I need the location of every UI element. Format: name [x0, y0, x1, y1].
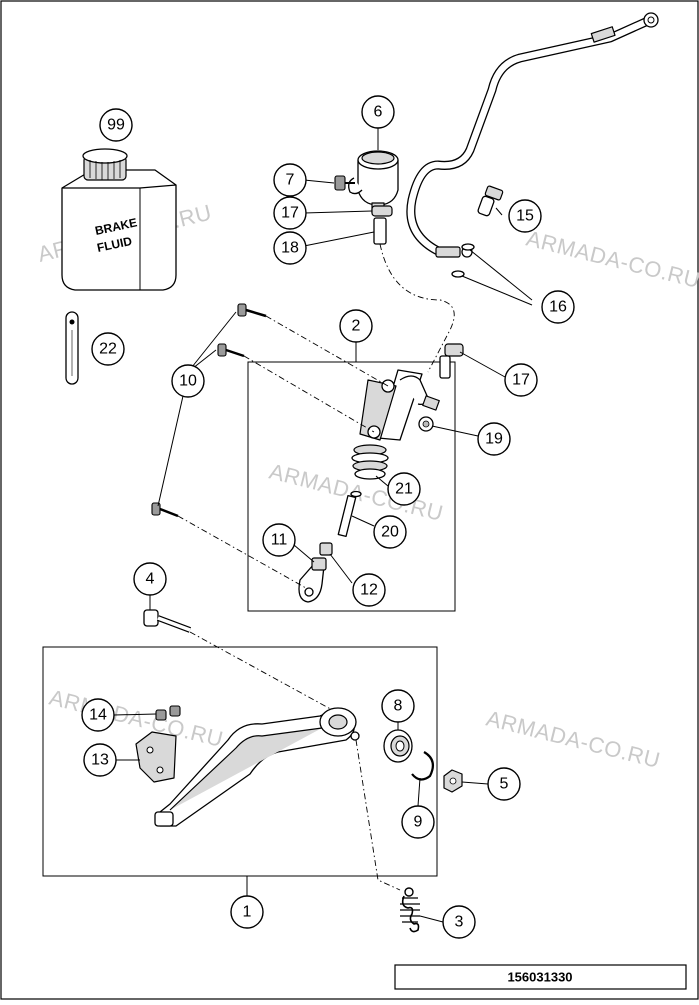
- callout-15: 15: [508, 199, 542, 233]
- pedal-nut: [443, 769, 463, 793]
- master-cylinder: [359, 369, 429, 441]
- callout-3: 3: [442, 905, 476, 939]
- callout-2-label: 2: [352, 318, 361, 335]
- callout-1-label: 1: [243, 904, 252, 921]
- callout-14: 14: [81, 698, 115, 732]
- pedal-pivot-bolt: [143, 609, 192, 633]
- callout-12-label: 12: [360, 582, 378, 599]
- mounting-screws: [151, 303, 267, 518]
- callout-13-label: 13: [91, 752, 109, 769]
- callout-10-label: 10: [179, 373, 197, 390]
- brake-fluid-container: BRAKE FLUID: [61, 148, 177, 291]
- callout-9: 9: [401, 805, 435, 839]
- callout-18: 18: [273, 231, 307, 265]
- callout-4: 4: [133, 562, 167, 596]
- screw-axis-line-2: [243, 355, 375, 433]
- callout-5-label: 5: [500, 776, 509, 793]
- callout-7-label: 7: [286, 172, 295, 189]
- callout-16: 16: [541, 290, 575, 324]
- lower-hose-clamp: [439, 343, 464, 379]
- callout-11: 11: [262, 523, 296, 557]
- push-rod-nut: [319, 542, 333, 556]
- callout-10: 10: [171, 364, 205, 398]
- callout-17-upper: 17: [273, 196, 307, 230]
- hose-routing-line: [379, 243, 455, 373]
- callout-15-label: 15: [516, 208, 534, 225]
- callout-6: 6: [361, 95, 395, 129]
- push-rod: [337, 490, 362, 538]
- callout-99: 99: [99, 108, 133, 142]
- cable-tie-part: [65, 311, 79, 385]
- pedal-stop-bracket: [135, 731, 177, 783]
- callout-8: 8: [381, 689, 415, 723]
- master-cylinder-group-box: [247, 361, 456, 612]
- callout-21: 21: [387, 472, 421, 506]
- banjo-bolt: [477, 185, 504, 217]
- brake-pedal: [154, 707, 360, 827]
- callout-16-label: 16: [549, 299, 567, 316]
- leader-lines: [113, 128, 533, 923]
- watermark-2: ARMADA-CO.RU: [524, 226, 699, 293]
- dust-boot: [351, 444, 389, 480]
- watermark-4: ARMADA-CO.RU: [47, 685, 226, 752]
- pedal-group-box: [42, 646, 438, 877]
- reservoir-hose-clamp: [371, 205, 393, 217]
- watermark-5: ARMADA-CO.RU: [484, 706, 663, 773]
- callout-21-label: 21: [395, 481, 413, 498]
- sealing-washers: [451, 243, 475, 278]
- reservoir-hose-piece: [373, 217, 387, 245]
- callout-19-label: 19: [485, 431, 503, 448]
- callout-19: 19: [477, 422, 511, 456]
- drawing-code-box: 156031330: [394, 964, 687, 990]
- callout-5: 5: [487, 767, 521, 801]
- callout-17-lower-label: 17: [512, 372, 530, 389]
- callout-11-label: 11: [271, 532, 288, 549]
- callout-8-label: 8: [394, 698, 403, 715]
- callout-99-label: 99: [107, 117, 125, 134]
- drawing-code: 156031330: [507, 970, 572, 985]
- callout-1: 1: [230, 895, 264, 929]
- callout-20-label: 20: [381, 524, 399, 541]
- pivot-axis-line: [189, 631, 337, 713]
- callout-20: 20: [373, 515, 407, 549]
- callout-12: 12: [352, 573, 386, 607]
- callout-3-label: 3: [455, 914, 464, 931]
- callout-17-lower: 17: [504, 363, 538, 397]
- bleed-valve: [418, 395, 440, 432]
- callout-2: 2: [339, 309, 373, 343]
- callout-7: 7: [273, 163, 307, 197]
- brake-fluid-reservoir: [348, 150, 399, 214]
- callout-22: 22: [91, 332, 125, 366]
- callout-13: 13: [83, 743, 117, 777]
- screw-axis-line-3: [177, 515, 307, 589]
- callout-18-label: 18: [281, 240, 299, 257]
- spring-routing-line: [355, 739, 401, 891]
- callout-14-label: 14: [89, 707, 107, 724]
- circlip: [411, 751, 435, 781]
- reservoir-screw: [334, 175, 355, 191]
- clevis: [298, 557, 327, 603]
- callout-22-label: 22: [99, 341, 117, 358]
- return-spring: [400, 887, 420, 933]
- callout-9-label: 9: [414, 814, 423, 831]
- callout-4-label: 4: [146, 571, 155, 588]
- pedal-bearing: [383, 729, 413, 763]
- brake-hose: [406, 12, 659, 258]
- callout-17-upper-label: 17: [281, 205, 299, 222]
- callout-6-label: 6: [374, 104, 383, 121]
- bracket-screws: [155, 705, 181, 721]
- screw-axis-line-1: [265, 315, 389, 387]
